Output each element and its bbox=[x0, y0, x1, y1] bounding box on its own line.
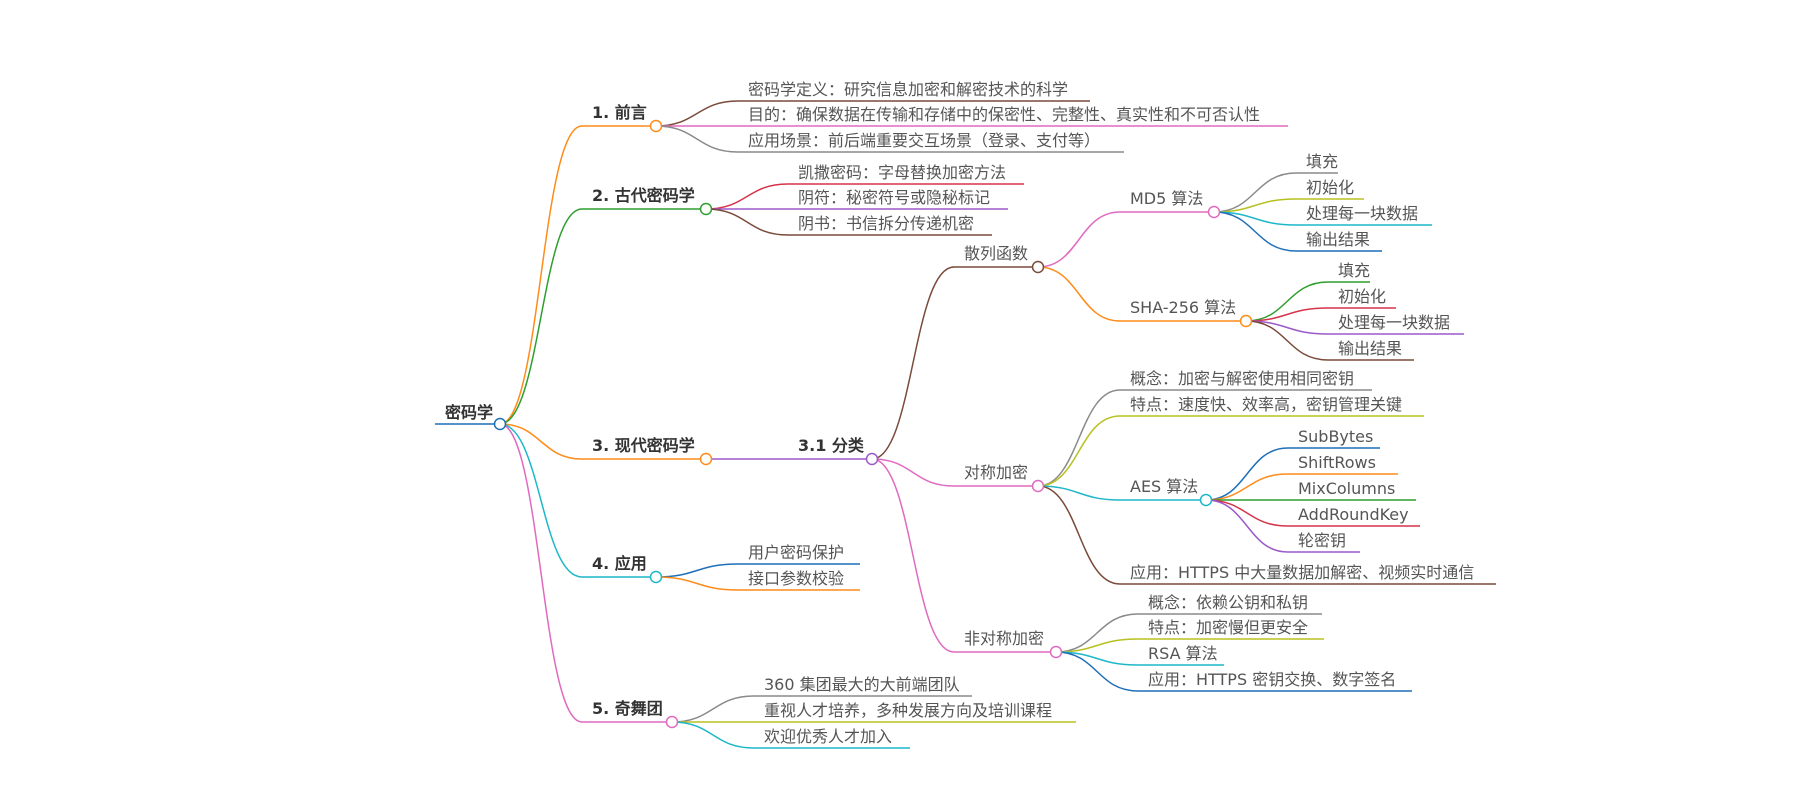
classify-node[interactable] bbox=[865, 452, 879, 466]
md5-step-0: 填充 bbox=[1306, 152, 1338, 171]
apply-item-1: 接口参数校验 bbox=[748, 569, 844, 588]
team-item-2-connector bbox=[671, 721, 755, 749]
sha-step-2: 处理每一块数据 bbox=[1338, 313, 1450, 332]
branch-modern-connector bbox=[499, 423, 583, 460]
intro-item-0-connector bbox=[655, 100, 739, 127]
label-layer: 密码学 1. 前言 2. 古代密码学 3. 现代密码学 4. 应用 5. 奇舞团 密码学定义… bbox=[444, 80, 1474, 746]
branch-modern-node[interactable] bbox=[699, 452, 713, 466]
aes-step-0-connector bbox=[1205, 447, 1289, 501]
asymmetric-title: 非对称加密 bbox=[964, 629, 1044, 648]
symmetric-feature: 特点：速度快、效率高，密钥管理关键 bbox=[1130, 395, 1402, 414]
aes-step-3-connector bbox=[1205, 499, 1289, 527]
aes-step-0: SubBytes bbox=[1298, 427, 1373, 446]
symmetric-app-connector bbox=[1037, 485, 1121, 585]
connector-layer bbox=[499, 100, 1329, 749]
ancient-item-2: 阴书：书信拆分传递机密 bbox=[798, 214, 974, 233]
symmetric-title: 对称加密 bbox=[964, 463, 1028, 482]
team-item-1: 重视人才培养，多种发展方向及培训课程 bbox=[764, 701, 1052, 720]
symmetric-feature-connector bbox=[1037, 415, 1121, 487]
symmetric-concept-connector bbox=[1037, 389, 1121, 487]
aes-connector bbox=[1037, 485, 1121, 501]
sha-step-3: 输出结果 bbox=[1338, 339, 1402, 358]
sha-step-1: 初始化 bbox=[1338, 287, 1386, 306]
hash-title: 散列函数 bbox=[964, 244, 1028, 263]
team-item-0-connector bbox=[671, 695, 755, 723]
ancient-item-2-connector bbox=[705, 208, 789, 236]
aes-step-1-connector bbox=[1205, 473, 1289, 501]
branch-intro-node[interactable] bbox=[649, 119, 663, 133]
node-layer bbox=[493, 119, 1253, 729]
md5-step-2: 处理每一块数据 bbox=[1306, 204, 1418, 223]
branch-ancient-node[interactable] bbox=[699, 202, 713, 216]
sha-step-0: 填充 bbox=[1338, 261, 1370, 280]
aes-title: AES 算法 bbox=[1130, 477, 1198, 496]
branch-apply-node[interactable] bbox=[649, 570, 663, 584]
aes-step-3: AddRoundKey bbox=[1298, 505, 1409, 524]
team-item-2: 欢迎优秀人才加入 bbox=[764, 727, 892, 746]
intro-item-0: 密码学定义：研究信息加密和解密技术的科学 bbox=[748, 80, 1068, 99]
branch-team-connector bbox=[499, 423, 583, 723]
md5-title: MD5 算法 bbox=[1130, 189, 1203, 208]
asymmetric-item-1: 特点：加密慢但更安全 bbox=[1148, 618, 1308, 637]
ancient-item-1: 阴符：秘密符号或隐秘标记 bbox=[798, 188, 990, 207]
sha-node[interactable] bbox=[1239, 314, 1253, 328]
sha-step-0-connector bbox=[1245, 281, 1329, 322]
hash-node[interactable] bbox=[1031, 260, 1045, 274]
ancient-item-0-connector bbox=[705, 183, 789, 210]
aes-node[interactable] bbox=[1199, 493, 1213, 507]
root-node[interactable] bbox=[493, 417, 507, 431]
branch-ancient-title: 2. 古代密码学 bbox=[592, 186, 695, 205]
md5-connector bbox=[1037, 211, 1121, 268]
md5-step-3-connector bbox=[1213, 211, 1297, 252]
aes-step-4: 轮密钥 bbox=[1298, 531, 1346, 550]
asymmetric-item-0-connector bbox=[1055, 613, 1139, 653]
intro-item-2: 应用场景：前后端重要交互场景（登录、支付等） bbox=[748, 131, 1100, 150]
asymmetric-connector bbox=[871, 458, 955, 653]
symmetric-connector bbox=[871, 458, 955, 487]
asymmetric-item-3: 应用：HTTPS 密钥交换、数字签名 bbox=[1148, 670, 1396, 689]
team-item-0: 360 集团最大的大前端团队 bbox=[764, 675, 960, 694]
asymmetric-item-2: RSA 算法 bbox=[1148, 644, 1218, 663]
ancient-item-0: 凯撒密码：字母替换加密方法 bbox=[798, 163, 1006, 182]
branch-intro-connector bbox=[499, 125, 583, 425]
asymmetric-item-3-connector bbox=[1055, 651, 1139, 692]
apply-item-0: 用户密码保护 bbox=[748, 543, 844, 562]
aes-step-1: ShiftRows bbox=[1298, 453, 1376, 472]
apply-item-1-connector bbox=[655, 576, 739, 591]
branch-team-node[interactable] bbox=[665, 715, 679, 729]
underline-layer bbox=[435, 100, 1496, 749]
apply-item-0-connector bbox=[655, 563, 739, 578]
branch-modern-title: 3. 现代密码学 bbox=[592, 436, 695, 455]
aes-step-2: MixColumns bbox=[1298, 479, 1395, 498]
branch-intro-title: 1. 前言 bbox=[592, 103, 647, 122]
asymmetric-item-0: 概念：依赖公钥和私钥 bbox=[1148, 593, 1308, 612]
md5-step-3: 输出结果 bbox=[1306, 230, 1370, 249]
branch-apply-title: 4. 应用 bbox=[592, 554, 647, 573]
classify-title: 3.1 分类 bbox=[798, 436, 865, 455]
sha-connector bbox=[1037, 266, 1121, 322]
sha-step-3-connector bbox=[1245, 320, 1329, 361]
branch-apply-connector bbox=[499, 423, 583, 578]
aes-step-4-connector bbox=[1205, 499, 1289, 553]
hash-connector bbox=[871, 266, 955, 460]
intro-item-1: 目的：确保数据在传输和存储中的保密性、完整性、真实性和不可否认性 bbox=[748, 105, 1260, 124]
sha-title: SHA-256 算法 bbox=[1130, 298, 1236, 317]
md5-node[interactable] bbox=[1207, 205, 1221, 219]
branch-team-title: 5. 奇舞团 bbox=[592, 699, 663, 718]
symmetric-app: 应用：HTTPS 中大量数据加解密、视频实时通信 bbox=[1130, 563, 1474, 582]
md5-step-1: 初始化 bbox=[1306, 178, 1354, 197]
symmetric-node[interactable] bbox=[1031, 479, 1045, 493]
branch-ancient-connector bbox=[499, 208, 583, 425]
root-title: 密码学 bbox=[444, 403, 493, 422]
symmetric-concept: 概念：加密与解密使用相同密钥 bbox=[1130, 369, 1354, 388]
asymmetric-node[interactable] bbox=[1049, 645, 1063, 659]
intro-item-2-connector bbox=[655, 125, 739, 153]
md5-step-0-connector bbox=[1213, 172, 1297, 213]
